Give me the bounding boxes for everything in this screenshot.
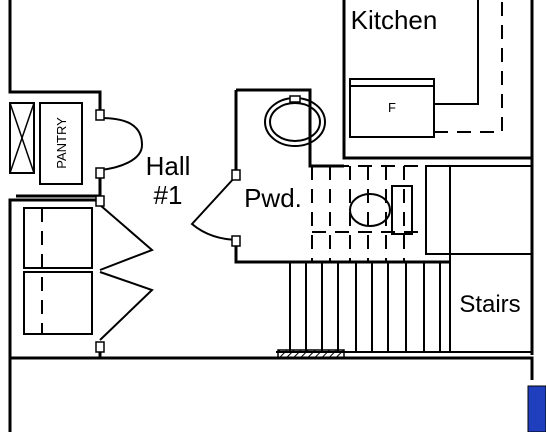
powder-door [190, 169, 241, 247]
hall-label: Hall [146, 151, 191, 181]
stairs-upper-dashed [311, 165, 424, 262]
closet [23, 207, 93, 335]
blue-marker [527, 385, 546, 432]
pantry-label: PANTRY [54, 117, 69, 169]
kitchen-counter [434, 0, 503, 133]
hall-number-label: #1 [154, 180, 183, 210]
toilet [349, 185, 413, 235]
powder-label: Pwd. [244, 183, 302, 213]
fridge-label: F [388, 100, 396, 115]
closet-doors [95, 195, 154, 353]
refrigerator: F [349, 78, 435, 138]
sink [264, 95, 326, 147]
pantry-door [95, 109, 144, 179]
stair-landing [425, 165, 533, 352]
walls [8, 0, 534, 432]
kitchen-label: Kitchen [351, 5, 438, 35]
pantry: PANTRY [9, 102, 83, 185]
stairs-label: Stairs [459, 291, 520, 318]
stairs-lower [276, 262, 532, 359]
